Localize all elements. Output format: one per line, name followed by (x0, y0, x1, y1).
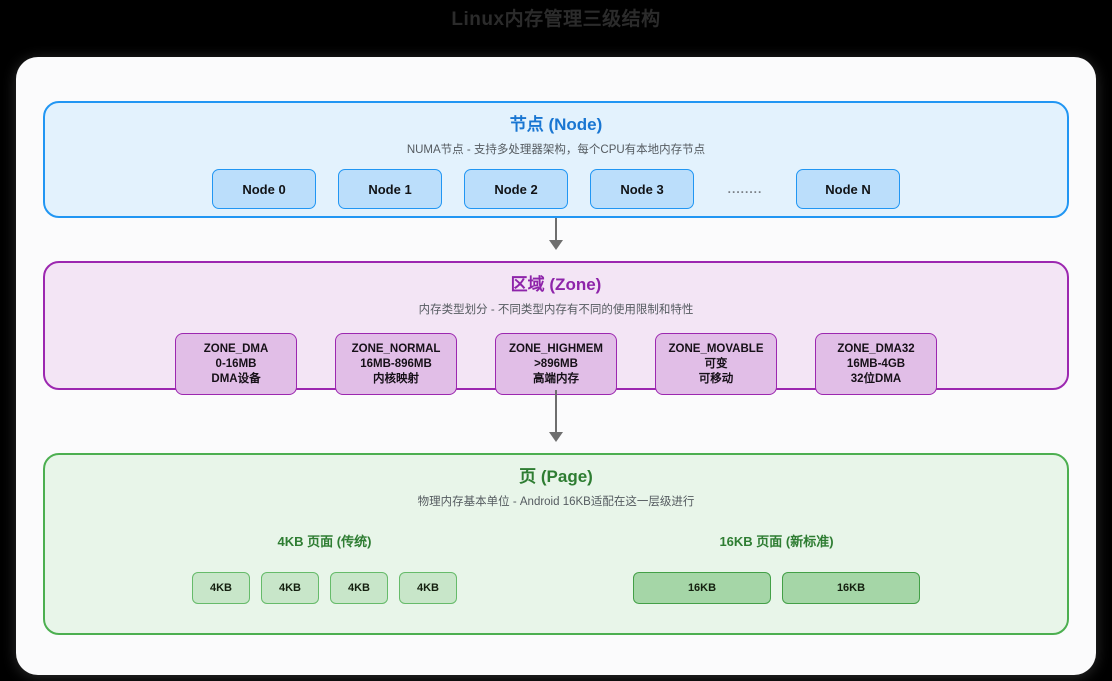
page-group-row: 4KB 页面 (传统) 4KB 4KB 4KB 4KB 16KB 页面 (新标准… (45, 531, 1067, 604)
arrow-node-to-zone (549, 218, 563, 250)
node-box[interactable]: Node 0 (212, 169, 316, 209)
zone-box-desc: 内核映射 (373, 372, 419, 385)
node-box[interactable]: Node 2 (464, 169, 568, 209)
page-box-row-4kb: 4KB 4KB 4KB 4KB (192, 572, 457, 604)
node-box[interactable]: Node 3 (590, 169, 694, 209)
zone-box[interactable]: ZONE_NORMAL 16MB-896MB 内核映射 (335, 333, 457, 395)
zone-box-row: ZONE_DMA 0-16MB DMA设备 ZONE_NORMAL 16MB-8… (45, 333, 1067, 395)
node-box[interactable]: Node 1 (338, 169, 442, 209)
page-box-16kb[interactable]: 16KB (633, 572, 771, 604)
zone-box-range: 可变 (704, 357, 728, 370)
page-box-4kb[interactable]: 4KB (330, 572, 388, 604)
zone-box[interactable]: ZONE_DMA 0-16MB DMA设备 (175, 333, 297, 395)
level-subtitle-page: 物理内存基本单位 - Android 16KB适配在这一层级进行 (417, 496, 695, 508)
level-section-zone: 区域 (Zone) 内存类型划分 - 不同类型内存有不同的使用限制和特性 ZON… (43, 261, 1069, 395)
zone-box-desc: 高端内存 (533, 372, 579, 385)
level-title-node: 节点 (Node) (509, 115, 603, 134)
zone-box-desc: 可移动 (698, 372, 734, 385)
zone-box-name: ZONE_NORMAL (351, 342, 441, 355)
zone-box-desc: 32位DMA (850, 372, 902, 385)
page-group-4kb: 4KB 页面 (传统) 4KB 4KB 4KB 4KB (192, 531, 457, 604)
page-box-4kb[interactable]: 4KB (192, 572, 250, 604)
zone-box[interactable]: ZONE_MOVABLE 可变 可移动 (655, 333, 777, 395)
zone-box-name: ZONE_DMA (203, 342, 269, 355)
arrow-shaft-icon (555, 390, 557, 433)
zone-box-name: ZONE_HIGHMEM (509, 342, 603, 355)
page-group-label: 4KB 页面 (传统) (277, 534, 372, 549)
zone-box-range: >896MB (534, 357, 578, 370)
page-box-row-16kb: 16KB 16KB (633, 572, 920, 604)
zone-box[interactable]: ZONE_HIGHMEM >896MB 高端内存 (495, 333, 617, 395)
zone-box-range: 16MB-896MB (360, 357, 432, 370)
page-group-label: 16KB 页面 (新标准) (719, 534, 834, 549)
zone-box-name: ZONE_DMA32 (837, 342, 915, 355)
arrow-head-icon (549, 432, 563, 442)
page-title: Linux内存管理三级结构 (451, 9, 661, 30)
node-box-row: Node 0 Node 1 Node 2 Node 3 ........ Nod… (45, 169, 1067, 209)
level-subtitle-node: NUMA节点 - 支持多处理器架构，每个CPU有本地内存节点 (406, 144, 706, 156)
level-title-page: 页 (Page) (519, 467, 593, 486)
arrow-zone-to-page (549, 390, 563, 442)
zone-box[interactable]: ZONE_DMA32 16MB-4GB 32位DMA (815, 333, 937, 395)
zone-box-range: 16MB-4GB (846, 357, 906, 370)
level-section-page: 页 (Page) 物理内存基本单位 - Android 16KB适配在这一层级进… (43, 453, 1069, 635)
arrow-shaft-icon (555, 218, 557, 241)
level-title-zone: 区域 (Zone) (510, 275, 602, 294)
level-subtitle-zone: 内存类型划分 - 不同类型内存有不同的使用限制和特性 (418, 304, 694, 316)
page-box-4kb[interactable]: 4KB (261, 572, 319, 604)
arrow-head-icon (549, 240, 563, 250)
page-box-16kb[interactable]: 16KB (782, 572, 920, 604)
node-ellipsis: ........ (727, 182, 763, 196)
zone-box-desc: DMA设备 (211, 372, 261, 385)
level-section-node: 节点 (Node) NUMA节点 - 支持多处理器架构，每个CPU有本地内存节点… (43, 101, 1069, 218)
zone-box-name: ZONE_MOVABLE (668, 342, 764, 355)
diagram-card: 节点 (Node) NUMA节点 - 支持多处理器架构，每个CPU有本地内存节点… (16, 57, 1096, 675)
node-box-last[interactable]: Node N (796, 169, 900, 209)
zone-box-range: 0-16MB (215, 357, 257, 370)
page-group-16kb: 16KB 页面 (新标准) 16KB 16KB (633, 531, 920, 604)
page-box-4kb[interactable]: 4KB (399, 572, 457, 604)
